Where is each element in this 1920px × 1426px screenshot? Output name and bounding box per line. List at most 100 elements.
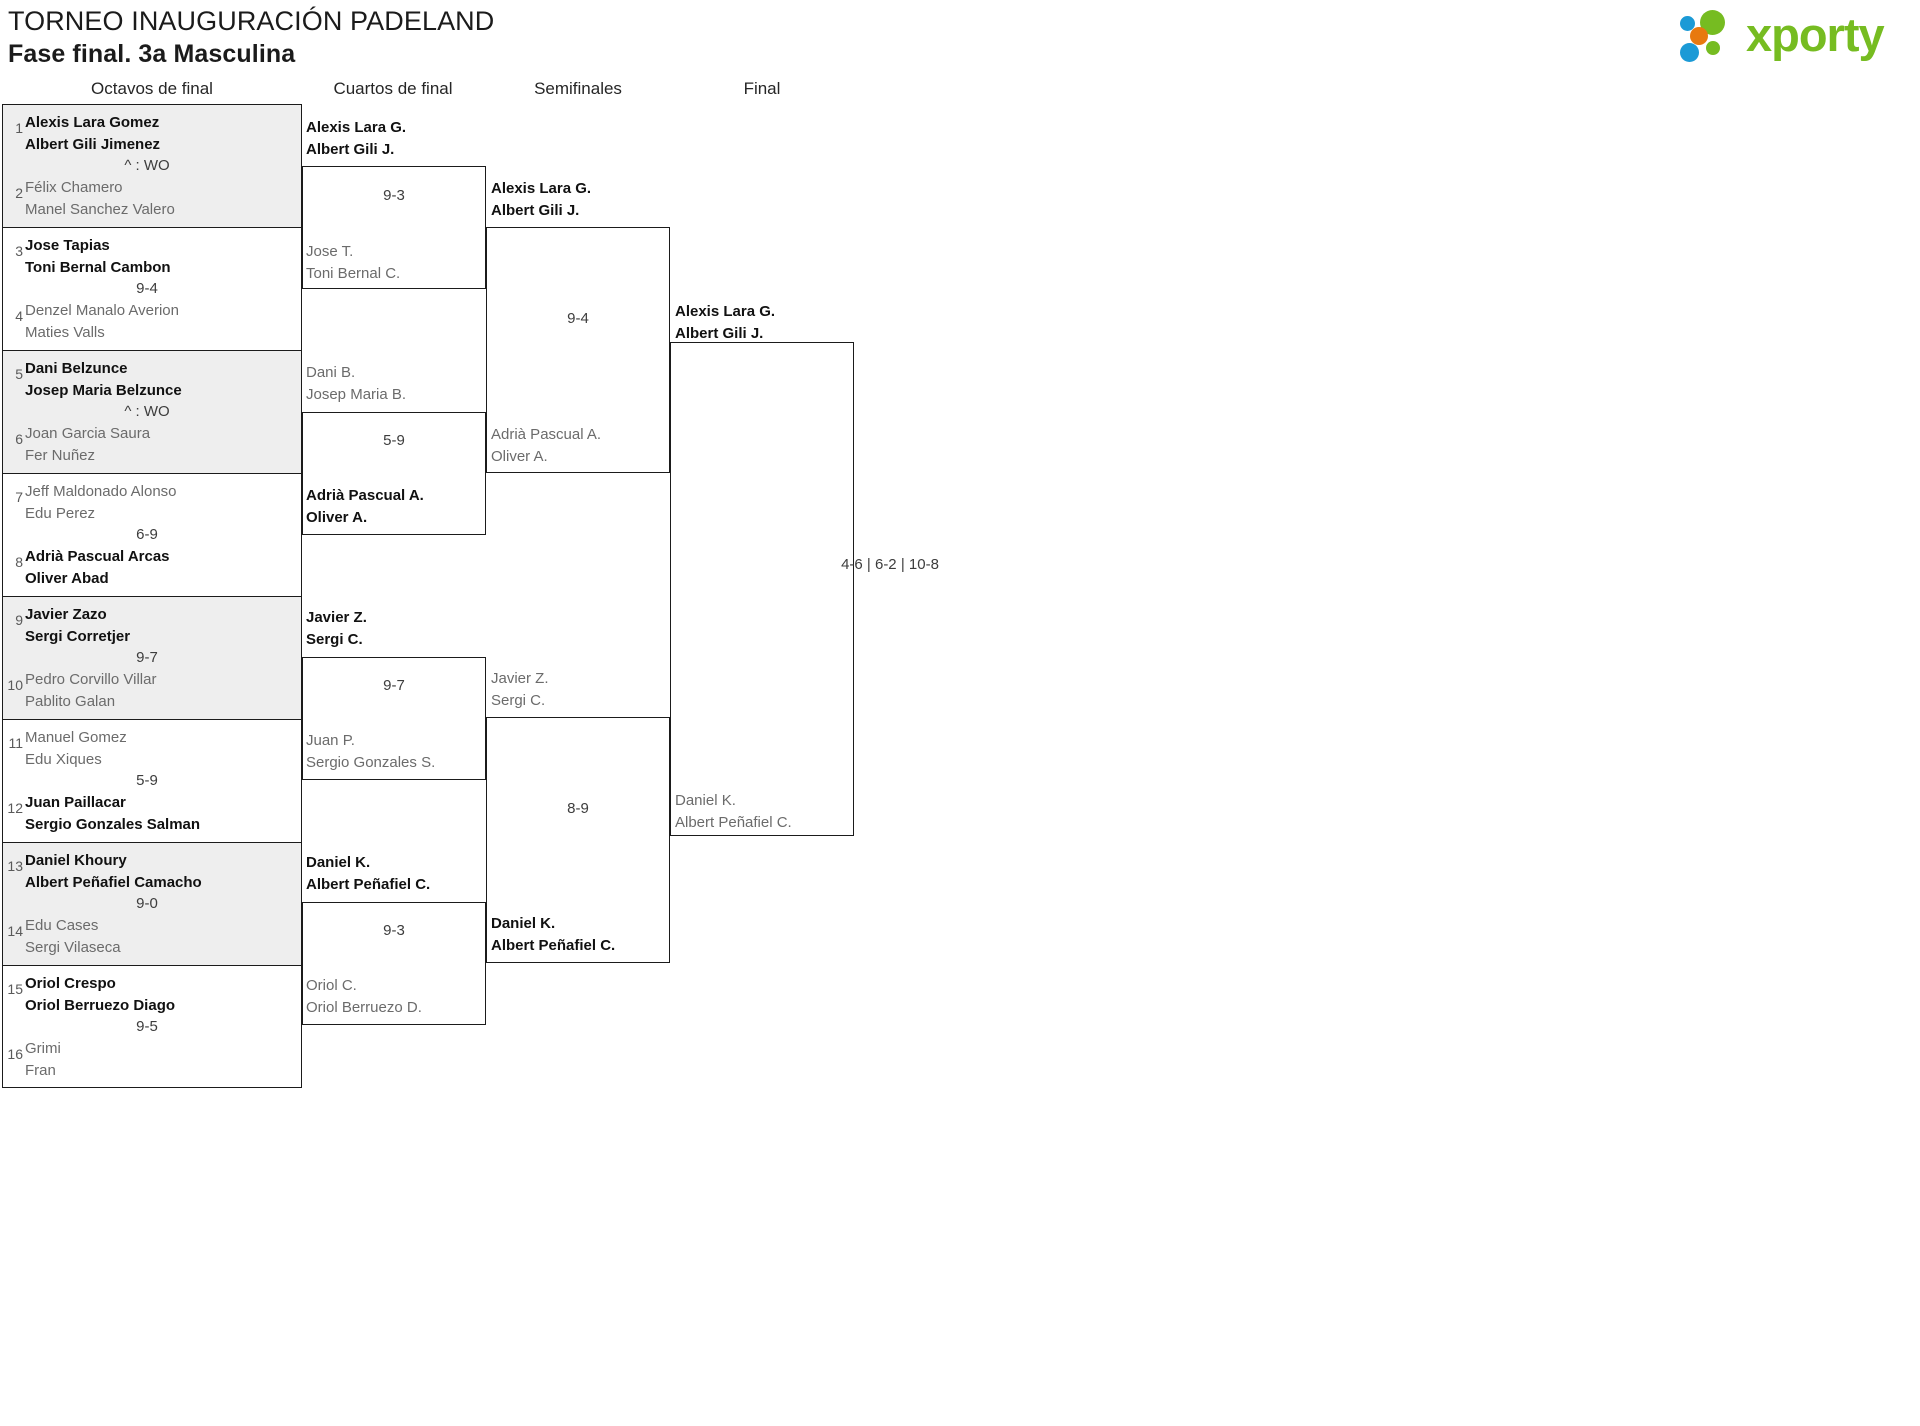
player-name: Oliver A. xyxy=(306,509,368,526)
logo-dots-icon xyxy=(1680,10,1742,62)
player-name: Manuel Gomez xyxy=(25,729,127,746)
team-entry: Oriol Crespo Oriol Berruezo Diago xyxy=(25,973,301,1017)
team-entry: Edu Cases Sergi Vilaseca xyxy=(25,915,301,959)
sf2-top-team[interactable]: Javier Z. Sergi C. xyxy=(491,668,549,712)
player-name: Oriol Berruezo D. xyxy=(306,999,422,1016)
match-score: 9-0 xyxy=(136,895,158,912)
player-name: Edu Xiques xyxy=(25,751,102,768)
qf3-score: 9-7 xyxy=(383,677,405,694)
player-name: Juan P. xyxy=(306,732,355,749)
team-entry: Alexis Lara Gomez Albert Gili Jimenez xyxy=(25,112,301,156)
qf4-bottom-team[interactable]: Oriol C. Oriol Berruezo D. xyxy=(306,975,422,1019)
round-header-final: Final xyxy=(743,79,781,98)
player-name: Dani Belzunce xyxy=(25,360,128,377)
player-name: Sergi C. xyxy=(306,631,363,648)
match-score: 9-4 xyxy=(136,280,158,297)
player-name: Manel Sanchez Valero xyxy=(25,201,175,218)
qf1-connector xyxy=(302,166,486,289)
team-entry: Daniel Khoury Albert Peñafiel Camacho xyxy=(25,850,301,894)
player-name: Sergio Gonzales Salman xyxy=(25,816,201,833)
player-name: Pedro Corvillo Villar xyxy=(25,671,157,688)
player-name: Albert Peñafiel C. xyxy=(675,814,792,831)
player-name: Albert Peñafiel C. xyxy=(491,937,616,954)
player-name: Alexis Lara G. xyxy=(306,119,407,136)
player-name: Adrià Pascual A. xyxy=(491,426,602,443)
sf1-score: 9-4 xyxy=(567,310,589,327)
r16-match-6[interactable]: 11 Manuel Gomez Edu Xiques 5-9 12 Juan P… xyxy=(2,719,302,842)
player-name: Sergi C. xyxy=(491,692,546,709)
r16-match-8[interactable]: 15 Oriol Crespo Oriol Berruezo Diago 9-5… xyxy=(2,965,302,1088)
seed-number: 9 xyxy=(15,612,23,628)
player-name: Josep Maria B. xyxy=(306,386,407,403)
player-name: Joan Garcia Saura xyxy=(25,425,151,442)
team-entry: Dani Belzunce Josep Maria Belzunce xyxy=(25,358,301,402)
match-score: 9-5 xyxy=(136,1018,158,1035)
r16-match-4[interactable]: 7 Jeff Maldonado Alonso Edu Perez 6-9 8 … xyxy=(2,473,302,596)
player-name: Adrià Pascual A. xyxy=(306,487,424,504)
team-entry: Manuel Gomez Edu Xiques xyxy=(25,727,301,771)
player-name: Félix Chamero xyxy=(25,179,123,196)
seed-number: 13 xyxy=(7,858,23,874)
team-entry: Jose Tapias Toni Bernal Cambon xyxy=(25,235,301,279)
team-entry: Félix Chamero Manel Sanchez Valero xyxy=(25,177,301,221)
r16-match-2[interactable]: 3 Jose Tapias Toni Bernal Cambon 9-4 4 D… xyxy=(2,227,302,350)
qf2-top-team[interactable]: Dani B. Josep Maria B. xyxy=(306,362,406,406)
player-name: Juan Paillacar xyxy=(25,794,126,811)
player-name: Grimi xyxy=(25,1040,61,1057)
sf1-top-team[interactable]: Alexis Lara G. Albert Gili J. xyxy=(491,178,591,222)
player-name: Oriol Berruezo Diago xyxy=(25,997,176,1014)
xporty-logo: xporty xyxy=(1680,6,1900,64)
r16-match-1[interactable]: 1 Alexis Lara Gomez Albert Gili Jimenez … xyxy=(2,104,302,227)
team-entry: Juan Paillacar Sergio Gonzales Salman xyxy=(25,792,301,836)
player-name: Toni Bernal Cambon xyxy=(25,259,171,276)
team-entry: Denzel Manalo Averion Maties Valls xyxy=(25,300,301,344)
qf3-top-team[interactable]: Javier Z. Sergi C. xyxy=(306,607,367,651)
qf1-bottom-team[interactable]: Jose T. Toni Bernal C. xyxy=(306,241,400,285)
player-name: Oriol C. xyxy=(306,977,357,994)
player-name: Javier Z. xyxy=(491,670,549,687)
seed-number: 7 xyxy=(15,489,23,505)
round-header-cuartos: Cuartos de final xyxy=(333,79,453,98)
qf2-connector xyxy=(302,412,486,535)
final-winner-team[interactable]: Alexis Lara G. Albert Gili J. xyxy=(675,301,775,345)
r16-match-3[interactable]: 5 Dani Belzunce Josep Maria Belzunce ^ :… xyxy=(2,350,302,473)
qf4-connector xyxy=(302,902,486,1025)
sf1-bottom-team[interactable]: Adrià Pascual A. Oliver A. xyxy=(491,424,601,468)
player-name: Albert Gili J. xyxy=(675,325,764,342)
qf2-bottom-team[interactable]: Adrià Pascual A. Oliver A. xyxy=(306,485,424,529)
qf3-bottom-team[interactable]: Juan P. Sergio Gonzales S. xyxy=(306,730,435,774)
seed-number: 2 xyxy=(15,185,23,201)
team-entry: Pedro Corvillo Villar Pablito Galan xyxy=(25,669,301,713)
final-runnerup-team[interactable]: Daniel K. Albert Peñafiel C. xyxy=(675,790,792,834)
player-name: Daniel Khoury xyxy=(25,852,127,869)
page-title: TORNEO INAUGURACIÓN PADELAND Fase final.… xyxy=(8,4,494,70)
qf3-connector xyxy=(302,657,486,780)
player-name: Albert Peñafiel Camacho xyxy=(25,874,202,891)
match-score: ^ : WO xyxy=(124,157,170,174)
r16-match-5[interactable]: 9 Javier Zazo Sergi Corretjer 9-7 10 Ped… xyxy=(2,596,302,719)
player-name: Jeff Maldonado Alonso xyxy=(25,483,177,500)
seed-number: 10 xyxy=(7,677,23,693)
seed-number: 8 xyxy=(15,554,23,570)
team-entry: Grimi Fran xyxy=(25,1038,301,1082)
qf1-top-team[interactable]: Alexis Lara G. Albert Gili J. xyxy=(306,117,406,161)
qf4-score: 9-3 xyxy=(383,922,405,939)
player-name: Denzel Manalo Averion xyxy=(25,302,179,319)
player-name: Jose T. xyxy=(306,243,354,260)
sf2-bottom-team[interactable]: Daniel K. Albert Peñafiel C. xyxy=(491,913,615,957)
tournament-name: TORNEO INAUGURACIÓN PADELAND xyxy=(8,6,495,36)
player-name: Sergi Corretjer xyxy=(25,628,131,645)
player-name: Oriol Crespo xyxy=(25,975,116,992)
qf1-score: 9-3 xyxy=(383,187,405,204)
player-name: Albert Gili J. xyxy=(306,141,395,158)
team-entry: Jeff Maldonado Alonso Edu Perez xyxy=(25,481,301,525)
player-name: Alexis Lara G. xyxy=(675,303,776,320)
player-name: Edu Cases xyxy=(25,917,99,934)
qf4-top-team[interactable]: Daniel K. Albert Peñafiel C. xyxy=(306,852,430,896)
player-name: Javier Zazo xyxy=(25,606,107,623)
player-name: Fran xyxy=(25,1062,56,1079)
player-name: Albert Gili J. xyxy=(491,202,580,219)
r16-match-7[interactable]: 13 Daniel Khoury Albert Peñafiel Camacho… xyxy=(2,842,302,965)
player-name: Sergio Gonzales S. xyxy=(306,754,436,771)
seed-number: 14 xyxy=(7,923,23,939)
